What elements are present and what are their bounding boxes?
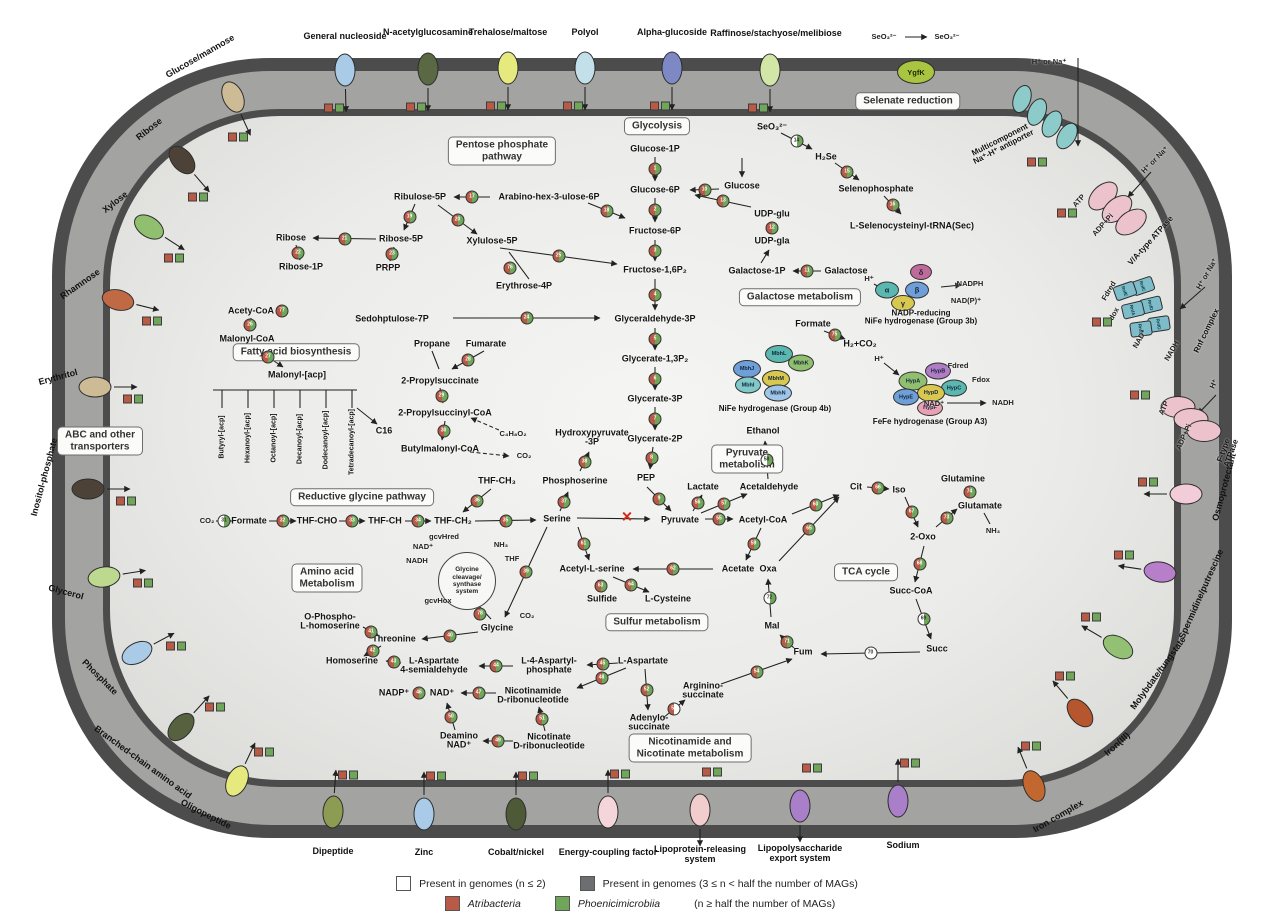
edge — [504, 526, 548, 618]
edge — [587, 202, 626, 219]
legend-swatch-low-count — [396, 876, 412, 891]
edge — [470, 417, 500, 431]
edge — [597, 579, 604, 593]
edge — [474, 516, 537, 524]
edge — [508, 251, 530, 280]
edge — [439, 420, 447, 441]
edge — [612, 576, 650, 593]
edge — [445, 702, 456, 731]
legend-label-low-count: Present in genomes (n ≤ 2) — [419, 877, 546, 890]
edge — [694, 193, 752, 208]
edge — [559, 491, 569, 512]
edge — [692, 494, 703, 512]
legend-swatch-phoenicimicrobiia — [554, 896, 570, 911]
edge — [421, 631, 479, 642]
legend-label-phoenicimicrobiia: Phoenicimicrobiia — [577, 897, 661, 910]
edge — [576, 515, 651, 523]
edge — [437, 204, 478, 235]
edge — [469, 451, 510, 459]
edge — [965, 486, 974, 498]
edge — [745, 527, 762, 561]
edge — [1117, 563, 1142, 570]
edge — [252, 346, 284, 368]
edge — [388, 246, 395, 262]
edge — [760, 249, 770, 264]
cytoplasm — [110, 116, 1174, 780]
edge — [762, 440, 769, 480]
edge — [935, 508, 958, 528]
edge — [153, 632, 175, 645]
legend: Present in genomes (n ≤ 2) Present in ge… — [0, 876, 1280, 911]
edge — [823, 330, 846, 340]
legend-label-high-count: (n ≥ half the number of MAGs) — [694, 897, 836, 910]
edge — [240, 114, 251, 136]
edge — [1197, 394, 1217, 415]
edge — [720, 657, 793, 685]
legend-row-1: Present in genomes (n ≤ 2) Present in ge… — [396, 876, 884, 891]
edge — [122, 568, 147, 575]
legend-swatch-mid-count — [579, 876, 595, 891]
edge — [1179, 286, 1206, 310]
edge — [700, 493, 748, 514]
edge — [431, 350, 440, 370]
edge — [244, 742, 256, 765]
edge — [779, 634, 795, 649]
edge — [342, 88, 350, 113]
edge — [438, 387, 445, 404]
edge — [537, 706, 546, 732]
edge — [295, 244, 302, 261]
edge — [193, 174, 210, 193]
edge — [164, 236, 185, 251]
edge — [883, 195, 902, 215]
edge — [477, 604, 492, 620]
edge — [647, 446, 654, 470]
edge — [662, 699, 686, 719]
edge — [1081, 625, 1102, 638]
edge — [385, 658, 402, 665]
edge — [644, 668, 651, 711]
legend-label-mid-count: Present in genomes (3 ≤ n < half the num… — [602, 877, 858, 890]
edge — [576, 667, 627, 689]
edge — [193, 695, 210, 714]
legend-row-2: Atribacteria Phoenicimicrobiia (n ≥ half… — [444, 896, 836, 911]
edge — [451, 350, 485, 370]
edge — [1017, 746, 1028, 769]
edge — [586, 661, 619, 668]
edge — [362, 626, 380, 637]
edge — [403, 203, 416, 231]
edge — [499, 247, 618, 267]
edge — [363, 645, 382, 657]
edge — [356, 407, 378, 425]
edge — [1052, 680, 1069, 699]
edge — [246, 317, 253, 332]
edge — [1127, 171, 1152, 198]
edge — [689, 186, 720, 193]
edge — [136, 304, 160, 312]
edge — [577, 526, 591, 561]
edge — [883, 362, 900, 376]
edge — [983, 512, 991, 525]
edge — [866, 485, 890, 492]
edge — [915, 598, 932, 640]
edge — [904, 496, 919, 528]
edge — [646, 486, 672, 512]
edge — [834, 162, 860, 181]
edge — [913, 545, 925, 583]
edge — [780, 132, 813, 150]
edge — [820, 650, 921, 658]
edge — [873, 283, 885, 291]
legend-label-atribacteria: Atribacteria — [467, 897, 521, 910]
edge — [332, 769, 339, 794]
edge — [940, 282, 962, 289]
edge — [312, 234, 377, 242]
edge — [579, 451, 590, 472]
edge — [765, 578, 772, 618]
edge — [462, 488, 492, 513]
legend-swatch-atribacteria — [444, 896, 460, 911]
